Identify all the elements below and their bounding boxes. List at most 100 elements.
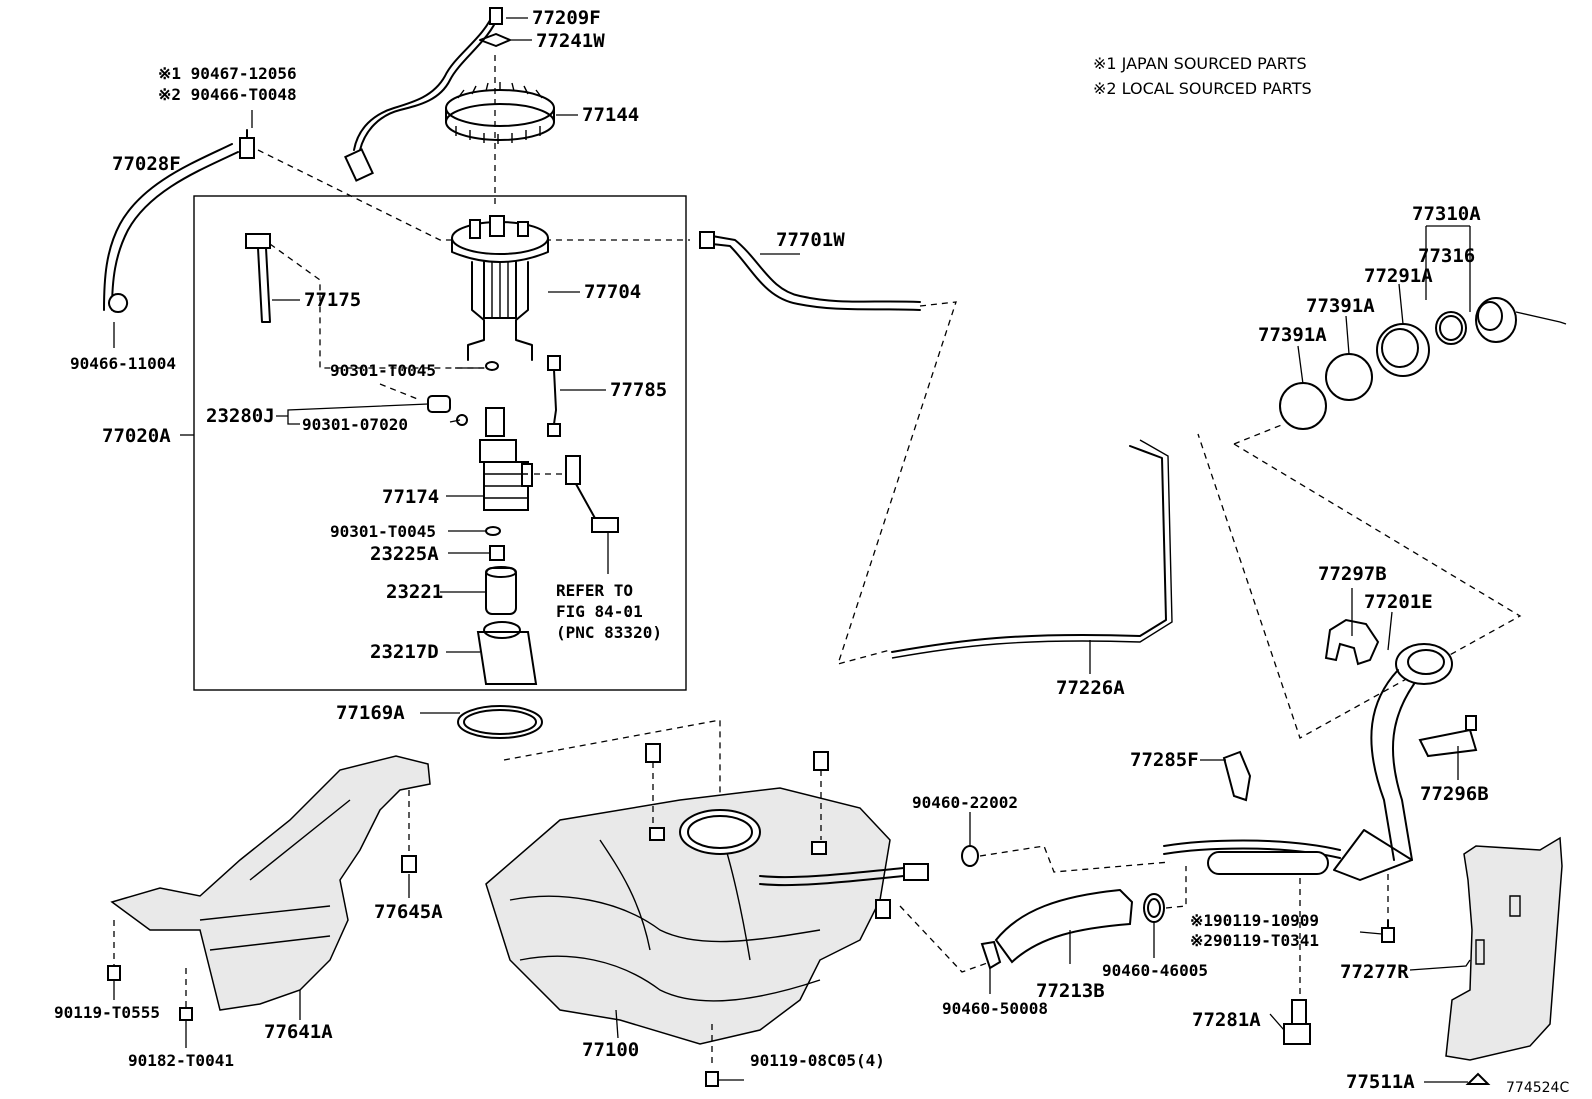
label-77310a: 77310A (1412, 203, 1481, 225)
dash-clip-to-pump (257, 149, 690, 241)
filter-cup-23217d (476, 621, 538, 685)
gasket-77169a (457, 705, 543, 739)
clamp-90460-46005 (1143, 893, 1165, 923)
bolt-90119-08c05 (705, 1071, 719, 1087)
vent-valve-77281a (1283, 878, 1311, 1045)
label-77281a: 77281A (1192, 1009, 1261, 1031)
filler-seal-77391a-b (1279, 382, 1327, 430)
fuel-tank-77100 (485, 787, 929, 1045)
refer-note-line3: (PNC 83320) (556, 623, 662, 642)
vent-line-upper (1163, 839, 1341, 851)
label-77316: 77316 (1418, 245, 1475, 267)
label-23221: 23221 (386, 581, 443, 603)
filler-pipe-77201e (1333, 643, 1453, 881)
label-23217d: 23217D (370, 641, 439, 663)
label-77174: 77174 (382, 486, 439, 508)
label-90301-07020: 90301-07020 (302, 415, 408, 434)
clip-77511a (1465, 1072, 1491, 1085)
dash-22002 (979, 845, 1171, 873)
label-90466-t0048: ※2 90466-T0048 (158, 85, 297, 104)
refer-note-line2: FIG 84-01 (556, 602, 643, 621)
filler-seal-77391a-a (1325, 353, 1373, 401)
hose-connector-short (1207, 851, 1329, 875)
label-90460-46005: 90460-46005 (1102, 961, 1208, 980)
label-77277r: 77277R (1340, 961, 1409, 983)
dash-filler-area (1197, 433, 1522, 739)
label-77144: 77144 (582, 104, 639, 126)
label-77175: 77175 (304, 289, 361, 311)
label-23225a: 23225A (370, 543, 439, 565)
figure-code: 774524C (1506, 1080, 1569, 1096)
clamp-90460-50008 (980, 940, 1002, 970)
label-77169a: 77169A (336, 702, 405, 724)
clip-90467-12056 (239, 129, 255, 159)
filler-ring-77291a (1376, 323, 1430, 377)
protector-77277r (1445, 836, 1563, 1061)
label-90467-12056: ※1 90467-12056 (158, 64, 297, 83)
cushion-23225a (489, 545, 505, 561)
label-77704: 77704 (584, 281, 641, 303)
label-77241w: 77241W (536, 30, 605, 52)
bolt-90182-t0041 (179, 968, 193, 1021)
retaining-ring-77144 (445, 82, 555, 144)
label-90119-08c05: 90119-08C05(4) (750, 1051, 885, 1070)
label-77209f: 77209F (532, 7, 601, 29)
gasket-77316 (1435, 311, 1467, 345)
vent-hose-77209f (344, 7, 503, 182)
label-77201e: 77201E (1364, 591, 1433, 613)
dash-50008 (899, 905, 991, 973)
label-77511a: 77511A (1346, 1071, 1415, 1093)
hose-77213b (994, 888, 1134, 964)
fuel-pump-assembly-box (193, 195, 687, 691)
label-77785: 77785 (610, 379, 667, 401)
label-90460-50008: 90460-50008 (942, 999, 1048, 1018)
legend-japan-sourced: ※1 JAPAN SOURCED PARTS (1093, 54, 1307, 73)
label-77701w: 77701W (776, 229, 845, 251)
gasket-77316-inner (1439, 315, 1463, 341)
label-90119-10909: ※190119-10909 (1190, 911, 1319, 930)
label-77391a-a: 77391A (1306, 295, 1375, 317)
label-77391a-b: 77391A (1258, 324, 1327, 346)
dash-46005 (1165, 866, 1187, 909)
fuel-gauge-77175 (245, 233, 485, 369)
label-23280j: 23280J (206, 405, 275, 427)
label-90466-11004: 90466-11004 (70, 354, 176, 373)
filter-23221 (485, 566, 517, 615)
sender-float-refer (565, 455, 619, 574)
dash-cap-group (1233, 423, 1285, 445)
under-cover-77641a (110, 755, 431, 1011)
label-77291a: 77291A (1364, 265, 1433, 287)
label-77226a: 77226A (1056, 677, 1125, 699)
label-77100: 77100 (582, 1039, 639, 1061)
label-77285f: 77285F (1130, 749, 1199, 771)
label-77020a: 77020A (102, 425, 171, 447)
wire-harness-77785 (547, 355, 561, 437)
vent-valves-tank (645, 743, 829, 840)
fuel-cap-77310a (1475, 297, 1567, 343)
fuel-pump-77174 (479, 407, 570, 511)
clip-90460-22002 (961, 845, 979, 867)
refer-note-line1: REFER TO (556, 581, 633, 600)
hose-77028f (103, 143, 239, 311)
clip-90466-11004 (108, 293, 129, 313)
gasket-90301-t0045a (485, 361, 500, 371)
label-90301-t0045-a: 90301-T0045 (330, 361, 436, 380)
hose-77701w (699, 231, 921, 311)
legend-local-sourced: ※2 LOCAL SOURCED PARTS (1093, 79, 1312, 98)
label-90460-22002: 90460-22002 (912, 793, 1018, 812)
bracket-77296b (1418, 715, 1478, 758)
label-77641a: 77641A (264, 1021, 333, 1043)
label-77296b: 77296B (1420, 783, 1489, 805)
bolt-90119-10909 (1381, 874, 1395, 943)
label-77645a: 77645A (374, 901, 443, 923)
part-labels: 77209F 77241W ※1 90467-12056 ※2 90466-T0… (54, 7, 1569, 1096)
label-90301-t0045-b: 90301-T0045 (330, 522, 436, 541)
label-90182-t0041: 90182-T0041 (128, 1051, 234, 1070)
bolt-77645a (401, 790, 417, 873)
pump-flange-77704 (451, 215, 549, 361)
gasket-90301-t0045b (485, 526, 502, 536)
dash-77701w-to-77226a (837, 301, 957, 665)
label-77297b: 77297B (1318, 563, 1387, 585)
breather-pipe-77226a (891, 439, 1173, 659)
